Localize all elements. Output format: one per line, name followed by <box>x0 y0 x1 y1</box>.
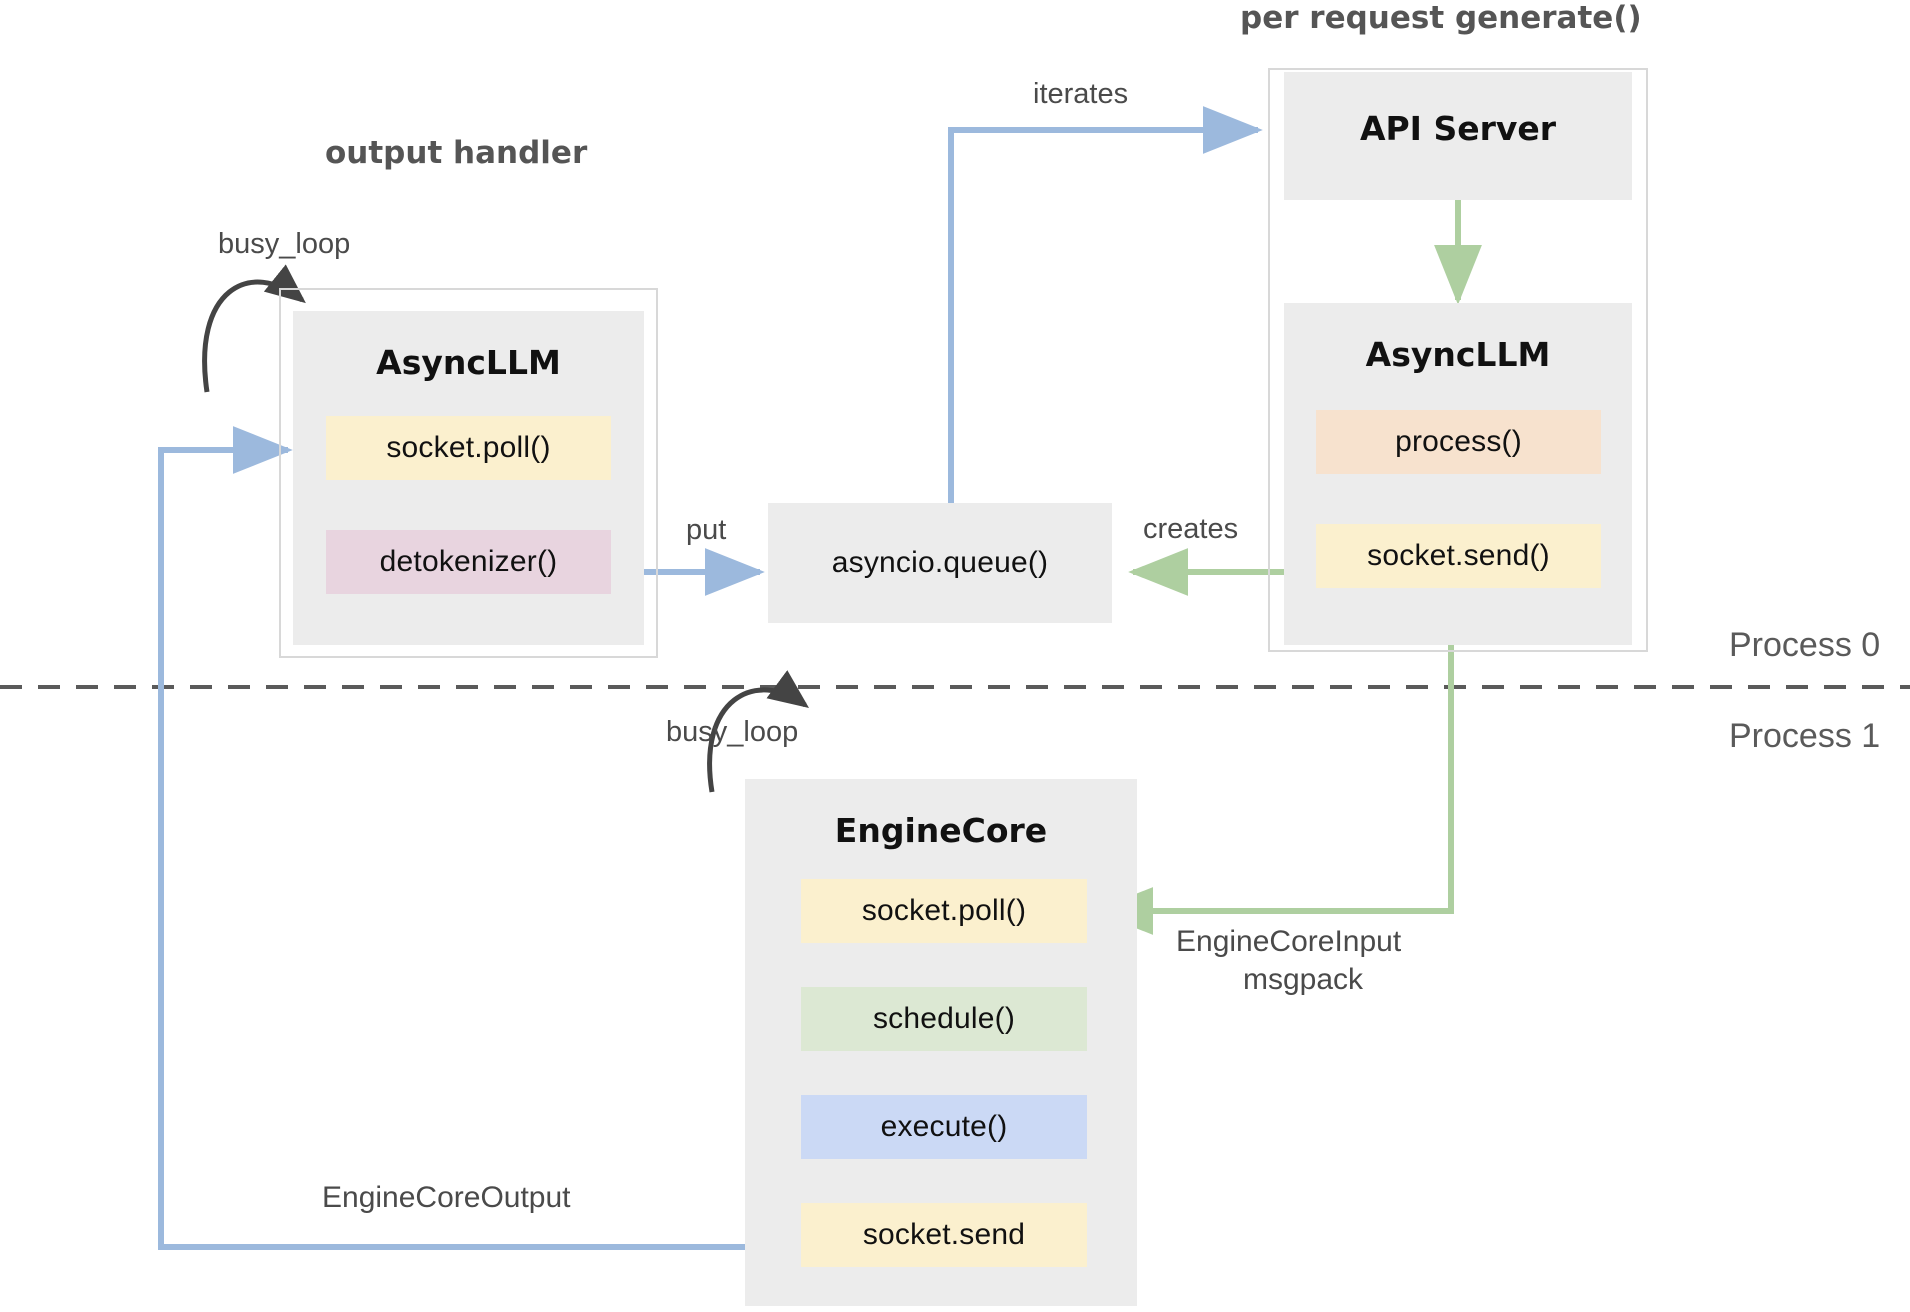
process-1-label: Process 1 <box>1729 717 1881 755</box>
engine-core-input-arrow <box>1093 600 1454 935</box>
creates-label: creates <box>1143 513 1239 545</box>
iterates-arrow <box>948 106 1263 508</box>
chip-process[interactable]: process() <box>1316 410 1601 474</box>
engine-core-output-label: EngineCoreOutput <box>322 1181 571 1214</box>
engine-core-title: EngineCore <box>834 811 1048 850</box>
per-request-generate-heading: per request generate() <box>1240 0 1642 36</box>
asyncllm-output-handler-box[interactable]: AsyncLLM socket.poll() detokenizer() <box>293 311 644 645</box>
output-handler-group-frame <box>279 288 658 658</box>
engine-core-box[interactable]: EngineCore socket.poll() schedule() exec… <box>745 779 1137 1306</box>
iterates-label: iterates <box>1033 78 1129 110</box>
engine-core-input-sublabel: msgpack <box>1243 963 1364 996</box>
engine-core-output-arrow <box>158 426 800 1250</box>
asyncllm-output-handler-title: AsyncLLM <box>376 343 561 382</box>
chip-socket-send-asyncllm[interactable]: socket.send() <box>1316 524 1601 588</box>
chip-schedule[interactable]: schedule() <box>801 987 1087 1051</box>
busy-loop-left-label: busy_loop <box>218 228 351 260</box>
busy-loop-engine-label: busy_loop <box>666 716 799 748</box>
process-0-label: Process 0 <box>1729 626 1881 664</box>
chip-socket-poll-engine-core[interactable]: socket.poll() <box>801 879 1087 943</box>
chip-socket-poll-output-handler[interactable]: socket.poll() <box>326 416 611 480</box>
asyncio-queue-label: asyncio.queue() <box>768 503 1112 623</box>
api-server-box[interactable]: API Server <box>1284 72 1632 200</box>
chip-socket-send-engine-core[interactable]: socket.send <box>801 1203 1087 1267</box>
asyncio-queue-box[interactable]: asyncio.queue() <box>768 503 1112 623</box>
chip-detokenizer[interactable]: detokenizer() <box>326 530 611 594</box>
output-handler-heading: output handler <box>325 135 588 171</box>
api-server-title: API Server <box>1359 109 1557 148</box>
per-request-group-frame <box>1268 68 1648 652</box>
busy-loop-engine-arrow <box>707 670 810 793</box>
engine-core-input-label: EngineCoreInput <box>1176 925 1402 958</box>
asyncllm-request-title: AsyncLLM <box>1365 335 1551 374</box>
put-label: put <box>686 514 727 546</box>
busy-loop-left-arrow <box>202 264 306 393</box>
chip-execute[interactable]: execute() <box>801 1095 1087 1159</box>
asyncllm-request-box[interactable]: AsyncLLM process() socket.send() <box>1284 303 1632 645</box>
